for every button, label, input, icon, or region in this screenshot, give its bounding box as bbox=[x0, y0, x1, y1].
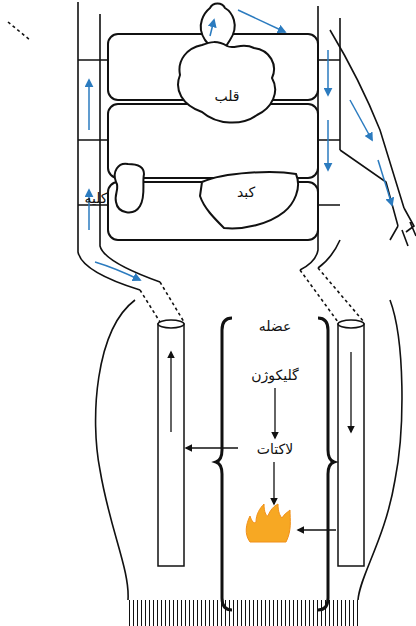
flow-arrow bbox=[171, 352, 351, 530]
organ-outline bbox=[194, 168, 302, 234]
node-label: عضله bbox=[240, 318, 310, 335]
foot-hatching bbox=[128, 600, 358, 626]
energy-flame bbox=[246, 504, 290, 542]
metabolite-label: لاکتات bbox=[230, 438, 320, 462]
body-outline bbox=[8, 2, 416, 322]
outline-path bbox=[115, 164, 144, 213]
metabolite-label: گلیکوژن bbox=[230, 364, 320, 388]
outline-path bbox=[216, 318, 334, 610]
node-label: گلیکوژن bbox=[230, 367, 320, 384]
blood-vessel bbox=[158, 320, 364, 566]
conversion-arrow bbox=[274, 388, 275, 438]
node-label: کبد bbox=[224, 184, 268, 201]
outline-path bbox=[178, 42, 275, 122]
organ-liver: کبد bbox=[194, 168, 302, 234]
organ-kidney: کلیه bbox=[84, 160, 146, 218]
organ-outline bbox=[172, 40, 282, 128]
organ-heart: قلب bbox=[172, 40, 282, 128]
muscle-region: عضله گلیکوژن لاکتات bbox=[220, 316, 330, 612]
leg-outline bbox=[96, 300, 402, 600]
node-label: کلیه bbox=[78, 190, 114, 207]
node-label: لاکتات bbox=[230, 441, 320, 458]
organ-outline bbox=[84, 160, 146, 218]
organ-outline bbox=[220, 316, 330, 612]
outline-path bbox=[200, 172, 298, 228]
node-label: قلب bbox=[205, 88, 249, 105]
blood-flow-arrow bbox=[89, 10, 392, 280]
